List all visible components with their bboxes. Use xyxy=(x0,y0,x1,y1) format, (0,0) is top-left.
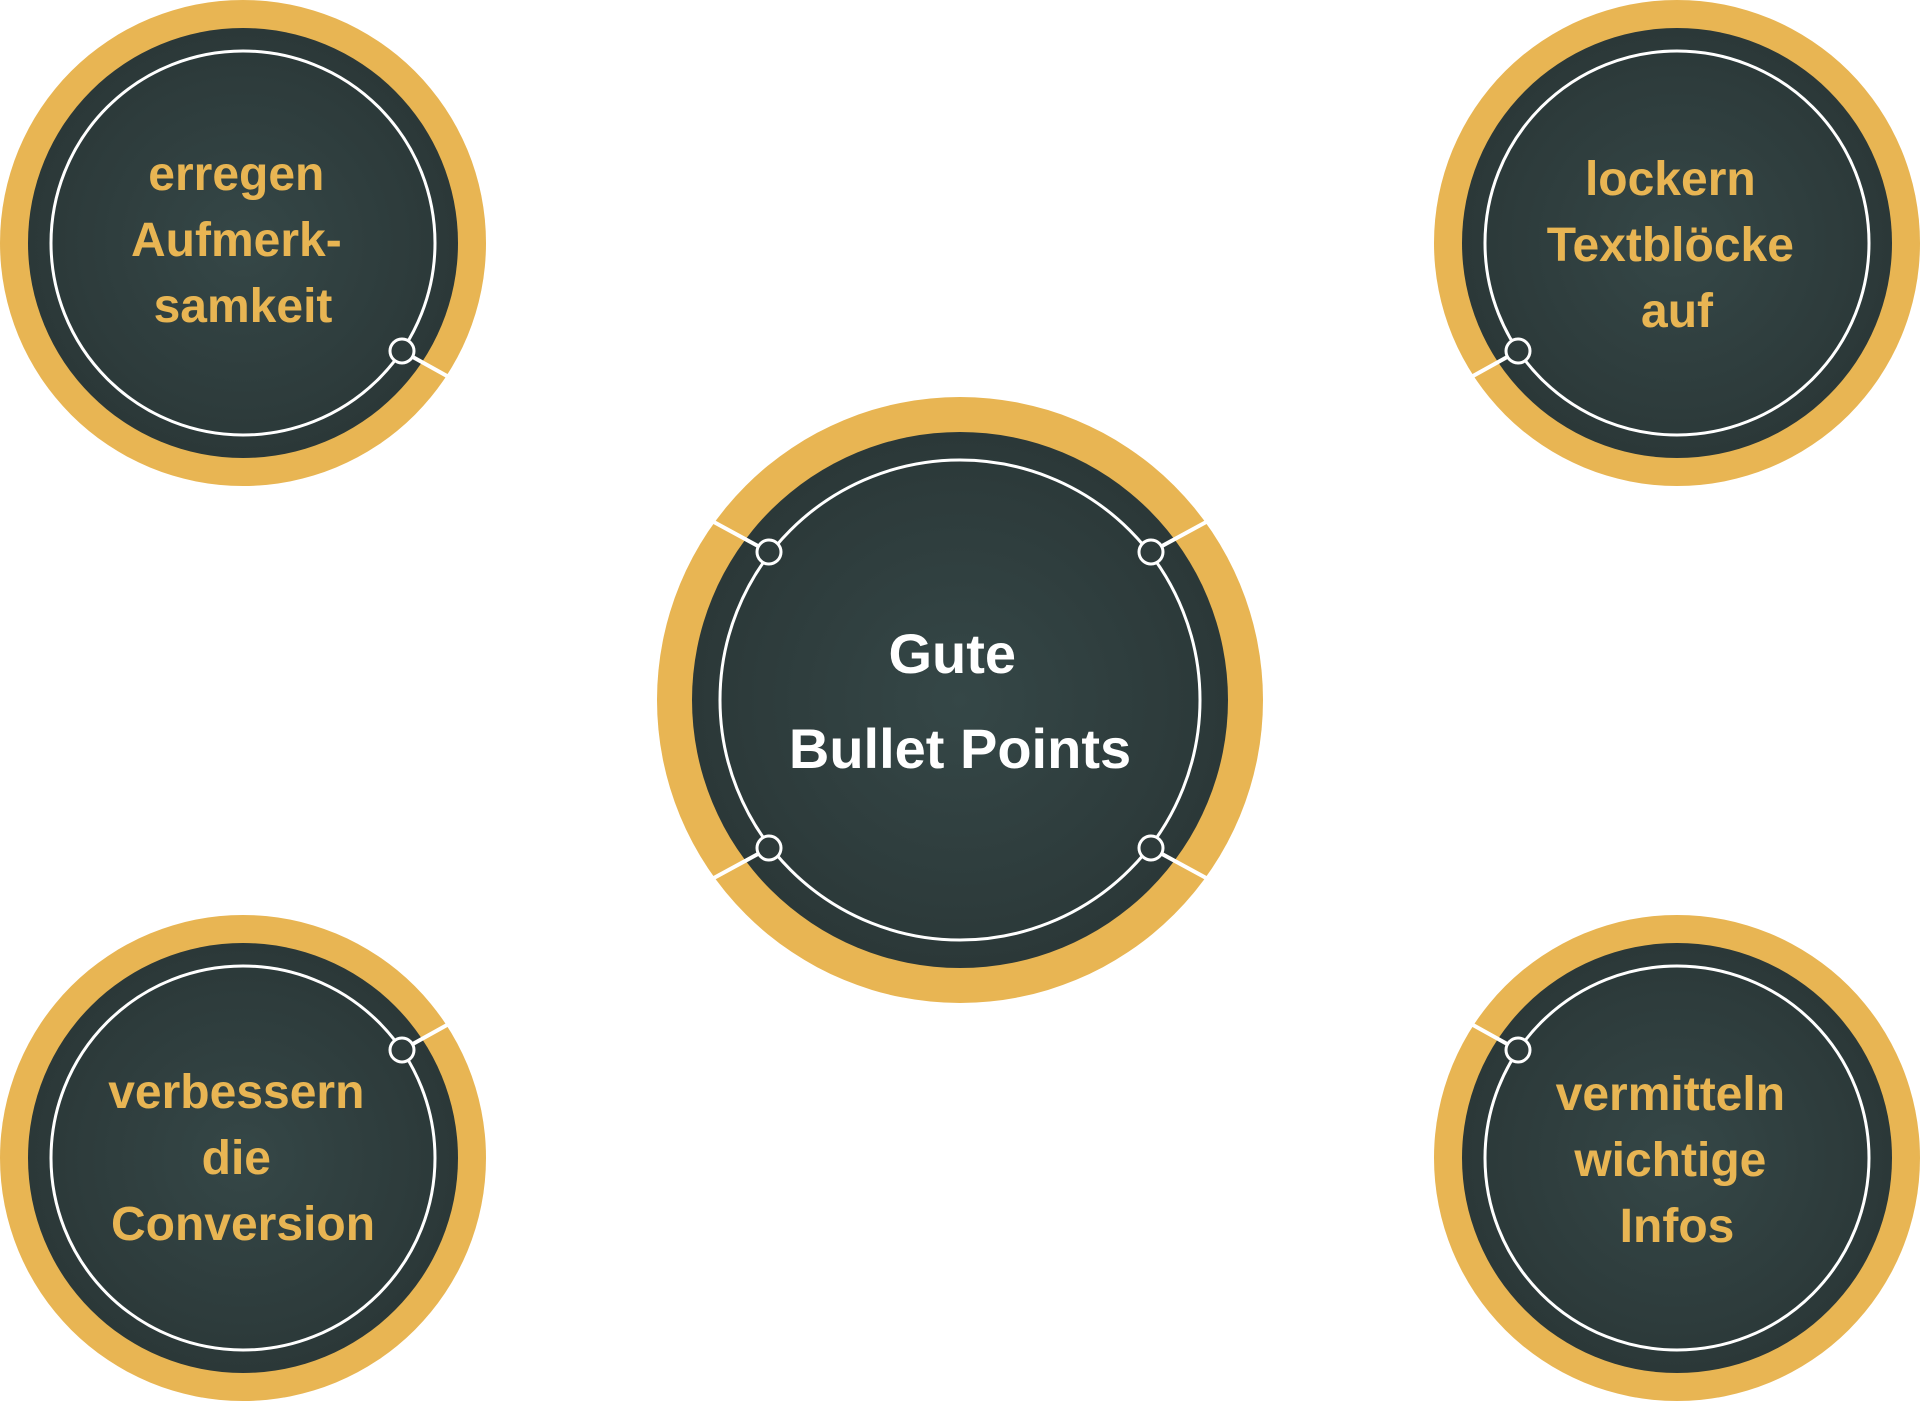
satellite-connector-dot xyxy=(1504,337,1532,365)
satellite-label-line: die xyxy=(202,1132,271,1185)
satellite-white-ring xyxy=(1483,964,1871,1352)
satellite-dark-disc xyxy=(28,943,458,1373)
satellite-label-line: wichtige xyxy=(1573,1134,1766,1187)
satellite-label: lockern Textblöcke auf xyxy=(1547,153,1808,338)
center-connector-dot-bl xyxy=(755,834,783,862)
satellite-label-line: lockern xyxy=(1585,153,1756,206)
center-label-line: Bullet Points xyxy=(789,717,1131,780)
center-label: Gute Bullet Points xyxy=(789,622,1131,780)
center-node: Gute Bullet Points xyxy=(657,397,1263,1003)
satellite-label-line: erregen xyxy=(148,148,324,201)
satellite-connector-dot xyxy=(388,1036,416,1064)
satellite-label: erregen Aufmerk- samkeit xyxy=(131,148,355,333)
satellite-dark-disc xyxy=(1462,28,1892,458)
satellite-label-line: samkeit xyxy=(154,280,333,333)
center-dark-disc xyxy=(692,432,1228,968)
center-connector-dot-tr xyxy=(1137,538,1165,566)
satellite-label: vermitteln wichtige Infos xyxy=(1556,1068,1799,1253)
satellite-node-top-left: erregen Aufmerk- samkeit xyxy=(0,0,486,486)
center-label-line: Gute xyxy=(888,622,1016,685)
satellite-label-line: auf xyxy=(1641,285,1714,338)
center-white-ring xyxy=(718,458,1202,942)
satellite-label-line: Textblöcke xyxy=(1547,219,1794,272)
satellite-connector-dot xyxy=(1504,1036,1532,1064)
satellite-label-line: vermitteln xyxy=(1556,1068,1785,1121)
satellite-dark-disc xyxy=(1462,943,1892,1373)
center-connector-dot-tl xyxy=(755,538,783,566)
satellite-label-line: Aufmerk- xyxy=(131,214,342,267)
satellite-connector-dot xyxy=(388,337,416,365)
satellite-white-ring xyxy=(1483,49,1871,437)
satellite-label-line: verbessern xyxy=(108,1066,364,1119)
satellite-white-ring xyxy=(49,964,437,1352)
satellite-white-ring xyxy=(49,49,437,437)
center-connector-dot-br xyxy=(1137,834,1165,862)
satellite-node-bottom-left: verbessern die Conversion xyxy=(0,915,486,1401)
satellite-label: verbessern die Conversion xyxy=(108,1066,378,1251)
satellite-label-line: Conversion xyxy=(111,1198,375,1251)
satellite-node-top-right: lockern Textblöcke auf xyxy=(1434,0,1920,486)
satellite-node-bottom-right: vermitteln wichtige Infos xyxy=(1434,915,1920,1401)
satellite-dark-disc xyxy=(28,28,458,458)
satellite-label-line: Infos xyxy=(1620,1200,1735,1253)
